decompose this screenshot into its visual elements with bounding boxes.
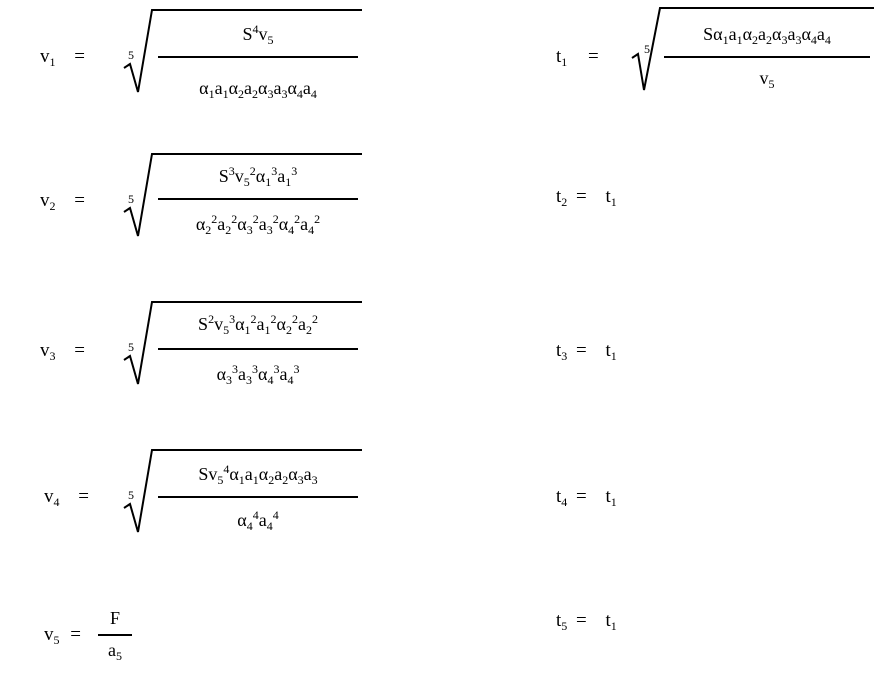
- root-index: 5: [128, 488, 134, 502]
- rhs-symbol: t: [605, 186, 611, 207]
- fifth-root-v2: 5 S3v52α13a13 α22a22α32a32α42a42: [122, 150, 362, 246]
- rhs-symbol: t: [605, 340, 611, 361]
- root-index: 5: [128, 192, 134, 206]
- lhs-subscript: 5: [53, 633, 60, 647]
- denominator-symbol: a: [108, 640, 116, 660]
- numerator: S4v5: [242, 22, 274, 47]
- fraction-bar: [158, 348, 358, 350]
- equals-sign: =: [74, 340, 85, 361]
- root-index: 5: [128, 340, 134, 354]
- denominator: a5: [98, 640, 132, 663]
- radical-sign-icon: [123, 301, 362, 385]
- rhs-subscript: 1: [610, 349, 617, 363]
- denominator: α22a22α32a32α42a42: [195, 212, 321, 237]
- rhs-subscript: 1: [610, 619, 617, 633]
- equation-v3-lhs: v3 =: [40, 340, 85, 362]
- denominator: α33a33α43a43: [216, 362, 300, 387]
- equation-v5-lhs: v5 =: [44, 624, 81, 646]
- lhs-symbol: v: [44, 486, 54, 507]
- equals-sign: =: [576, 186, 587, 207]
- denominator-subscript: 5: [116, 649, 122, 663]
- lhs-subscript: 5: [561, 619, 568, 633]
- fraction-bar: [158, 496, 358, 498]
- lhs-symbol: v: [40, 190, 50, 211]
- fifth-root-v3: 5 S2v53α12a12α22a22 α33a33α43a43: [122, 298, 362, 394]
- fifth-root-t1: 5 Sα1a1α2a2α3a3α4a4 v5: [630, 6, 874, 102]
- equals-sign: =: [576, 486, 587, 507]
- equals-sign: =: [74, 46, 85, 67]
- lhs-subscript: 2: [561, 195, 568, 209]
- equation-t5: t5 = t1: [556, 610, 617, 632]
- fraction-v5: F a5: [98, 608, 132, 668]
- rhs-symbol: t: [605, 486, 611, 507]
- fraction-v4: Sv54α1a1α2a2α3a3 α44a44: [158, 462, 358, 544]
- lhs-subscript: 1: [49, 55, 56, 69]
- lhs-symbol: t: [556, 46, 562, 67]
- equation-t3: t3 = t1: [556, 340, 617, 362]
- denominator: α1a1α2a2α3a3α4a4: [199, 78, 317, 101]
- numerator: S3v52α13a13: [218, 164, 298, 189]
- equation-v1-lhs: v1 =: [40, 46, 85, 68]
- lhs-symbol: v: [40, 340, 50, 361]
- fraction-bar: [158, 56, 358, 58]
- equation-v4-lhs: v4 =: [44, 486, 89, 508]
- equals-sign: =: [78, 486, 89, 507]
- fifth-root-v4: 5 Sv54α1a1α2a2α3a3 α44a44: [122, 446, 362, 542]
- denominator: v5: [759, 68, 775, 91]
- equation-t4: t4 = t1: [556, 486, 617, 508]
- radical-sign-icon: [123, 153, 362, 237]
- fifth-root-v1: 5 S4v5 α1a1α2a2α3a3α4a4: [122, 6, 362, 102]
- equals-sign: =: [70, 624, 81, 645]
- radical-sign-icon: [123, 9, 362, 93]
- rhs-subscript: 1: [610, 195, 617, 209]
- root-index: 5: [128, 48, 134, 62]
- equals-sign: =: [74, 190, 85, 211]
- fraction-bar: [664, 56, 870, 58]
- fraction-v2: S3v52α13a13 α22a22α32a32α42a42: [158, 164, 358, 246]
- fraction-t1: Sα1a1α2a2α3a3α4a4 v5: [664, 24, 870, 104]
- equation-t2: t2 = t1: [556, 186, 617, 208]
- equals-sign: =: [588, 46, 599, 67]
- lhs-symbol: v: [40, 46, 50, 67]
- fraction-v1: S4v5 α1a1α2a2α3a3α4a4: [158, 22, 358, 104]
- lhs-subscript: 1: [561, 55, 568, 69]
- numerator: F: [109, 608, 120, 628]
- radical-sign-icon: [631, 7, 874, 91]
- lhs-subscript: 4: [561, 495, 568, 509]
- numerator: S2v53α12a12α22a22: [198, 312, 318, 337]
- numerator: Sv54α1a1α2a2α3a3: [198, 462, 318, 487]
- lhs-subscript: 2: [49, 199, 56, 213]
- fraction-bar: [158, 198, 358, 200]
- radical-sign-icon: [123, 449, 362, 533]
- lhs-symbol: t: [556, 340, 562, 361]
- lhs-subscript: 4: [53, 495, 60, 509]
- lhs-subscript: 3: [561, 349, 568, 363]
- lhs-subscript: 3: [49, 349, 56, 363]
- equation-t1-lhs: t1 =: [556, 46, 599, 68]
- lhs-symbol: t: [556, 186, 562, 207]
- numerator: Sα1a1α2a2α3a3α4a4: [703, 24, 831, 47]
- fraction-v3: S2v53α12a12α22a22 α33a33α43a43: [158, 312, 358, 394]
- rhs-subscript: 1: [610, 495, 617, 509]
- denominator: α44a44: [237, 508, 279, 533]
- lhs-symbol: t: [556, 610, 562, 631]
- equation-v2-lhs: v2 =: [40, 190, 85, 212]
- lhs-symbol: t: [556, 486, 562, 507]
- root-index: 5: [644, 42, 650, 56]
- rhs-symbol: t: [605, 610, 611, 631]
- fraction-bar: [98, 634, 132, 636]
- lhs-symbol: v: [44, 624, 54, 645]
- equals-sign: =: [576, 340, 587, 361]
- equals-sign: =: [576, 610, 587, 631]
